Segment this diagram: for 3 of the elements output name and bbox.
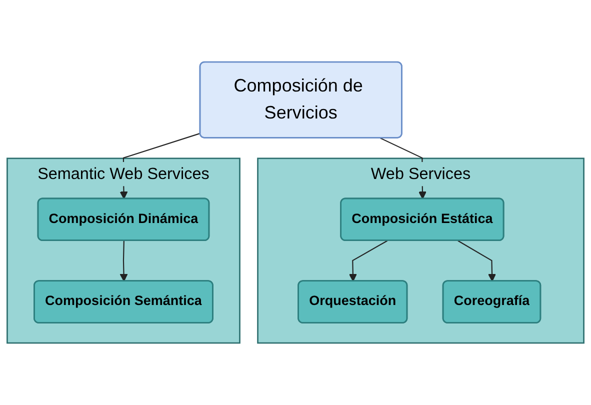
arrow <box>348 240 388 282</box>
arrow <box>120 240 128 282</box>
arrow <box>458 240 496 282</box>
